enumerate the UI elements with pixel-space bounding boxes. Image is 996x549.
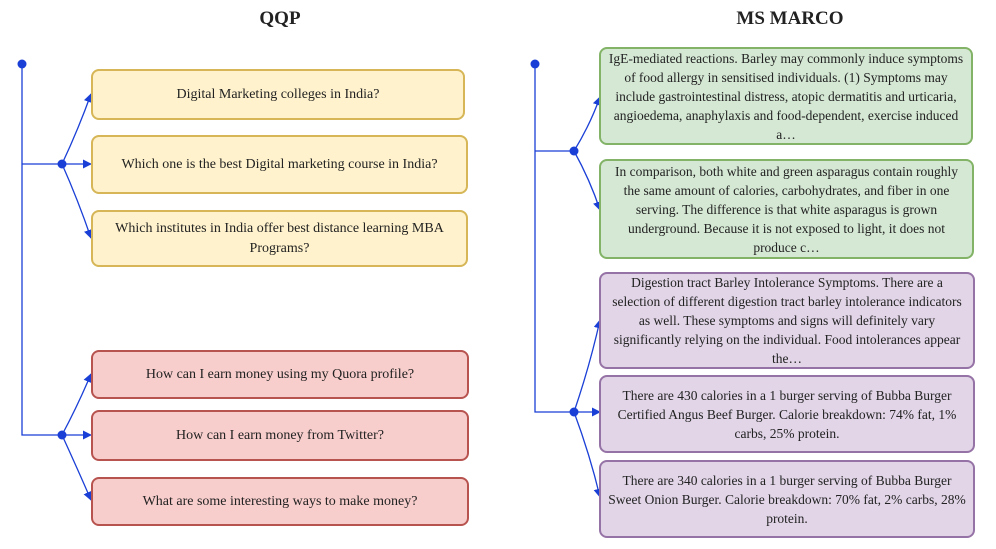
msmarco-arrow-1-2 — [573, 150, 602, 211]
msmarco-group1-node — [569, 146, 579, 156]
msmarco-passage-text: There are 340 calories in a 1 burger ser… — [608, 472, 966, 526]
qqp-root-node — [17, 59, 27, 69]
qqp-query-text: Which one is the best Digital marketing … — [121, 156, 438, 172]
msmarco-passage-box: In comparison, both white and green aspa… — [599, 159, 974, 259]
qqp-query-text: What are some interesting ways to make m… — [142, 493, 418, 509]
qqp-query-box: Which one is the best Digital marketing … — [91, 135, 468, 194]
qqp-arrow-1-1 — [61, 93, 93, 165]
qqp-query-box: What are some interesting ways to make m… — [91, 477, 469, 526]
qqp-group2-node — [57, 430, 67, 440]
qqp-query-box: Digital Marketing colleges in India? — [91, 69, 465, 120]
msmarco-arrow-1-1 — [573, 96, 602, 152]
msmarco-title: MS MARCO — [736, 8, 844, 29]
msmarco-arrow-2-1 — [573, 319, 603, 413]
qqp-title: QQP — [259, 8, 301, 29]
msmarco-arrow-2-3 — [573, 411, 603, 498]
msmarco-passage-text: Digestion tract Barley Intolerance Sympt… — [612, 275, 962, 366]
msmarco-trunk-line — [534, 64, 574, 413]
qqp-query-text: Which institutes in India offer best dis… — [115, 221, 444, 256]
msmarco-passage-text: There are 430 calories in a 1 burger ser… — [617, 387, 957, 441]
msmarco-group2-node — [569, 407, 579, 417]
qqp-query-box: Which institutes in India offer best dis… — [91, 210, 468, 267]
msmarco-root-node — [530, 59, 540, 69]
qqp-arrow-1-3 — [61, 163, 93, 239]
qqp-query-text: How can I earn money using my Quora prof… — [145, 366, 415, 382]
qqp-trunk-line — [21, 64, 62, 436]
msmarco-passage-box: Digestion tract Barley Intolerance Sympt… — [599, 272, 975, 369]
qqp-query-text: How can I earn money from Twitter? — [176, 427, 384, 443]
msmarco-passage-box: IgE-mediated reactions. Barley may commo… — [599, 47, 973, 145]
msmarco-passage-text: IgE-mediated reactions. Barley may commo… — [608, 50, 964, 142]
qqp-query-box: How can I earn money from Twitter? — [91, 410, 469, 461]
qqp-arrow-2-3 — [61, 434, 92, 501]
qqp-query-box: How can I earn money using my Quora prof… — [91, 350, 469, 399]
msmarco-passage-box: There are 340 calories in a 1 burger ser… — [599, 460, 975, 538]
qqp-query-text: Digital Marketing colleges in India? — [176, 86, 380, 102]
qqp-group1-node — [57, 159, 67, 169]
msmarco-passage-box: There are 430 calories in a 1 burger ser… — [599, 375, 975, 453]
qqp-arrow-2-1 — [61, 373, 93, 436]
msmarco-passage-text: In comparison, both white and green aspa… — [614, 163, 959, 255]
